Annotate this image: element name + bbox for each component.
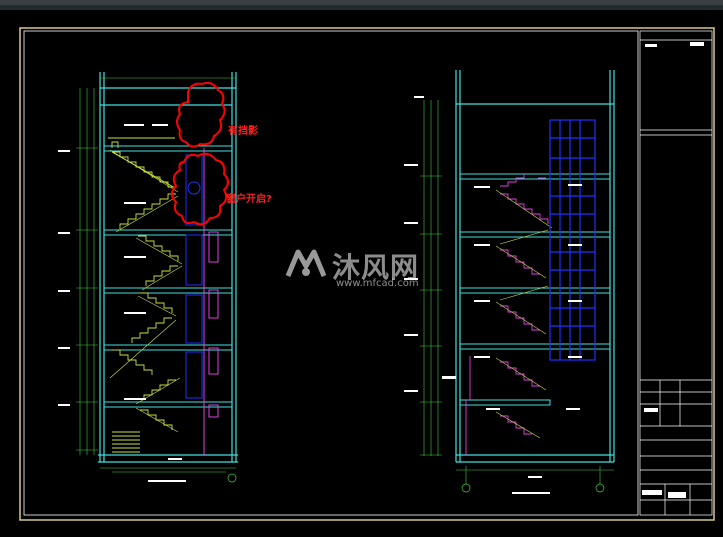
right-curtain-wall (549, 119, 596, 361)
left-walls (98, 72, 238, 463)
right-floor-slabs (459, 173, 611, 406)
left-floor-slabs (103, 145, 233, 408)
left-top-dimension (100, 77, 236, 473)
left-window-strips (185, 154, 203, 399)
left-magenta-details (203, 148, 219, 455)
sheet-outer-border (19, 27, 715, 521)
drawing-area-border (23, 30, 639, 516)
title-block (639, 30, 713, 516)
left-text-blips (58, 124, 186, 482)
mf-logo-icon (285, 249, 327, 277)
right-text-blips (404, 96, 582, 494)
watermark: 沐风网 www.mfcad.com (284, 246, 444, 290)
annotation-shadow-note: 有挡影 (228, 126, 258, 137)
right-dimension-lines (420, 100, 442, 456)
annotation-window-note: 窗户开启? (226, 194, 272, 205)
axis-bubble-right-b (595, 483, 605, 493)
viewport-top-bar (0, 0, 723, 5)
right-bottom-dimension (456, 466, 614, 484)
watermark-text: 沐风网 (332, 251, 420, 284)
right-handrails (495, 189, 553, 439)
right-stair-flights (465, 174, 549, 455)
section-left (58, 72, 238, 483)
revision-cloud-1 (176, 81, 226, 148)
left-dimension-lines (76, 88, 98, 455)
right-walls (455, 70, 615, 463)
axis-bubble-right-a (461, 483, 471, 493)
drawing-sheet[interactable] (0, 10, 723, 537)
watermark-url: www.mfcad.com (336, 278, 419, 289)
left-stair-flights (108, 137, 179, 453)
section-right (404, 70, 615, 494)
revision-cloud-2 (171, 152, 229, 226)
axis-bubble-left (227, 473, 237, 483)
left-handrails (109, 149, 183, 433)
